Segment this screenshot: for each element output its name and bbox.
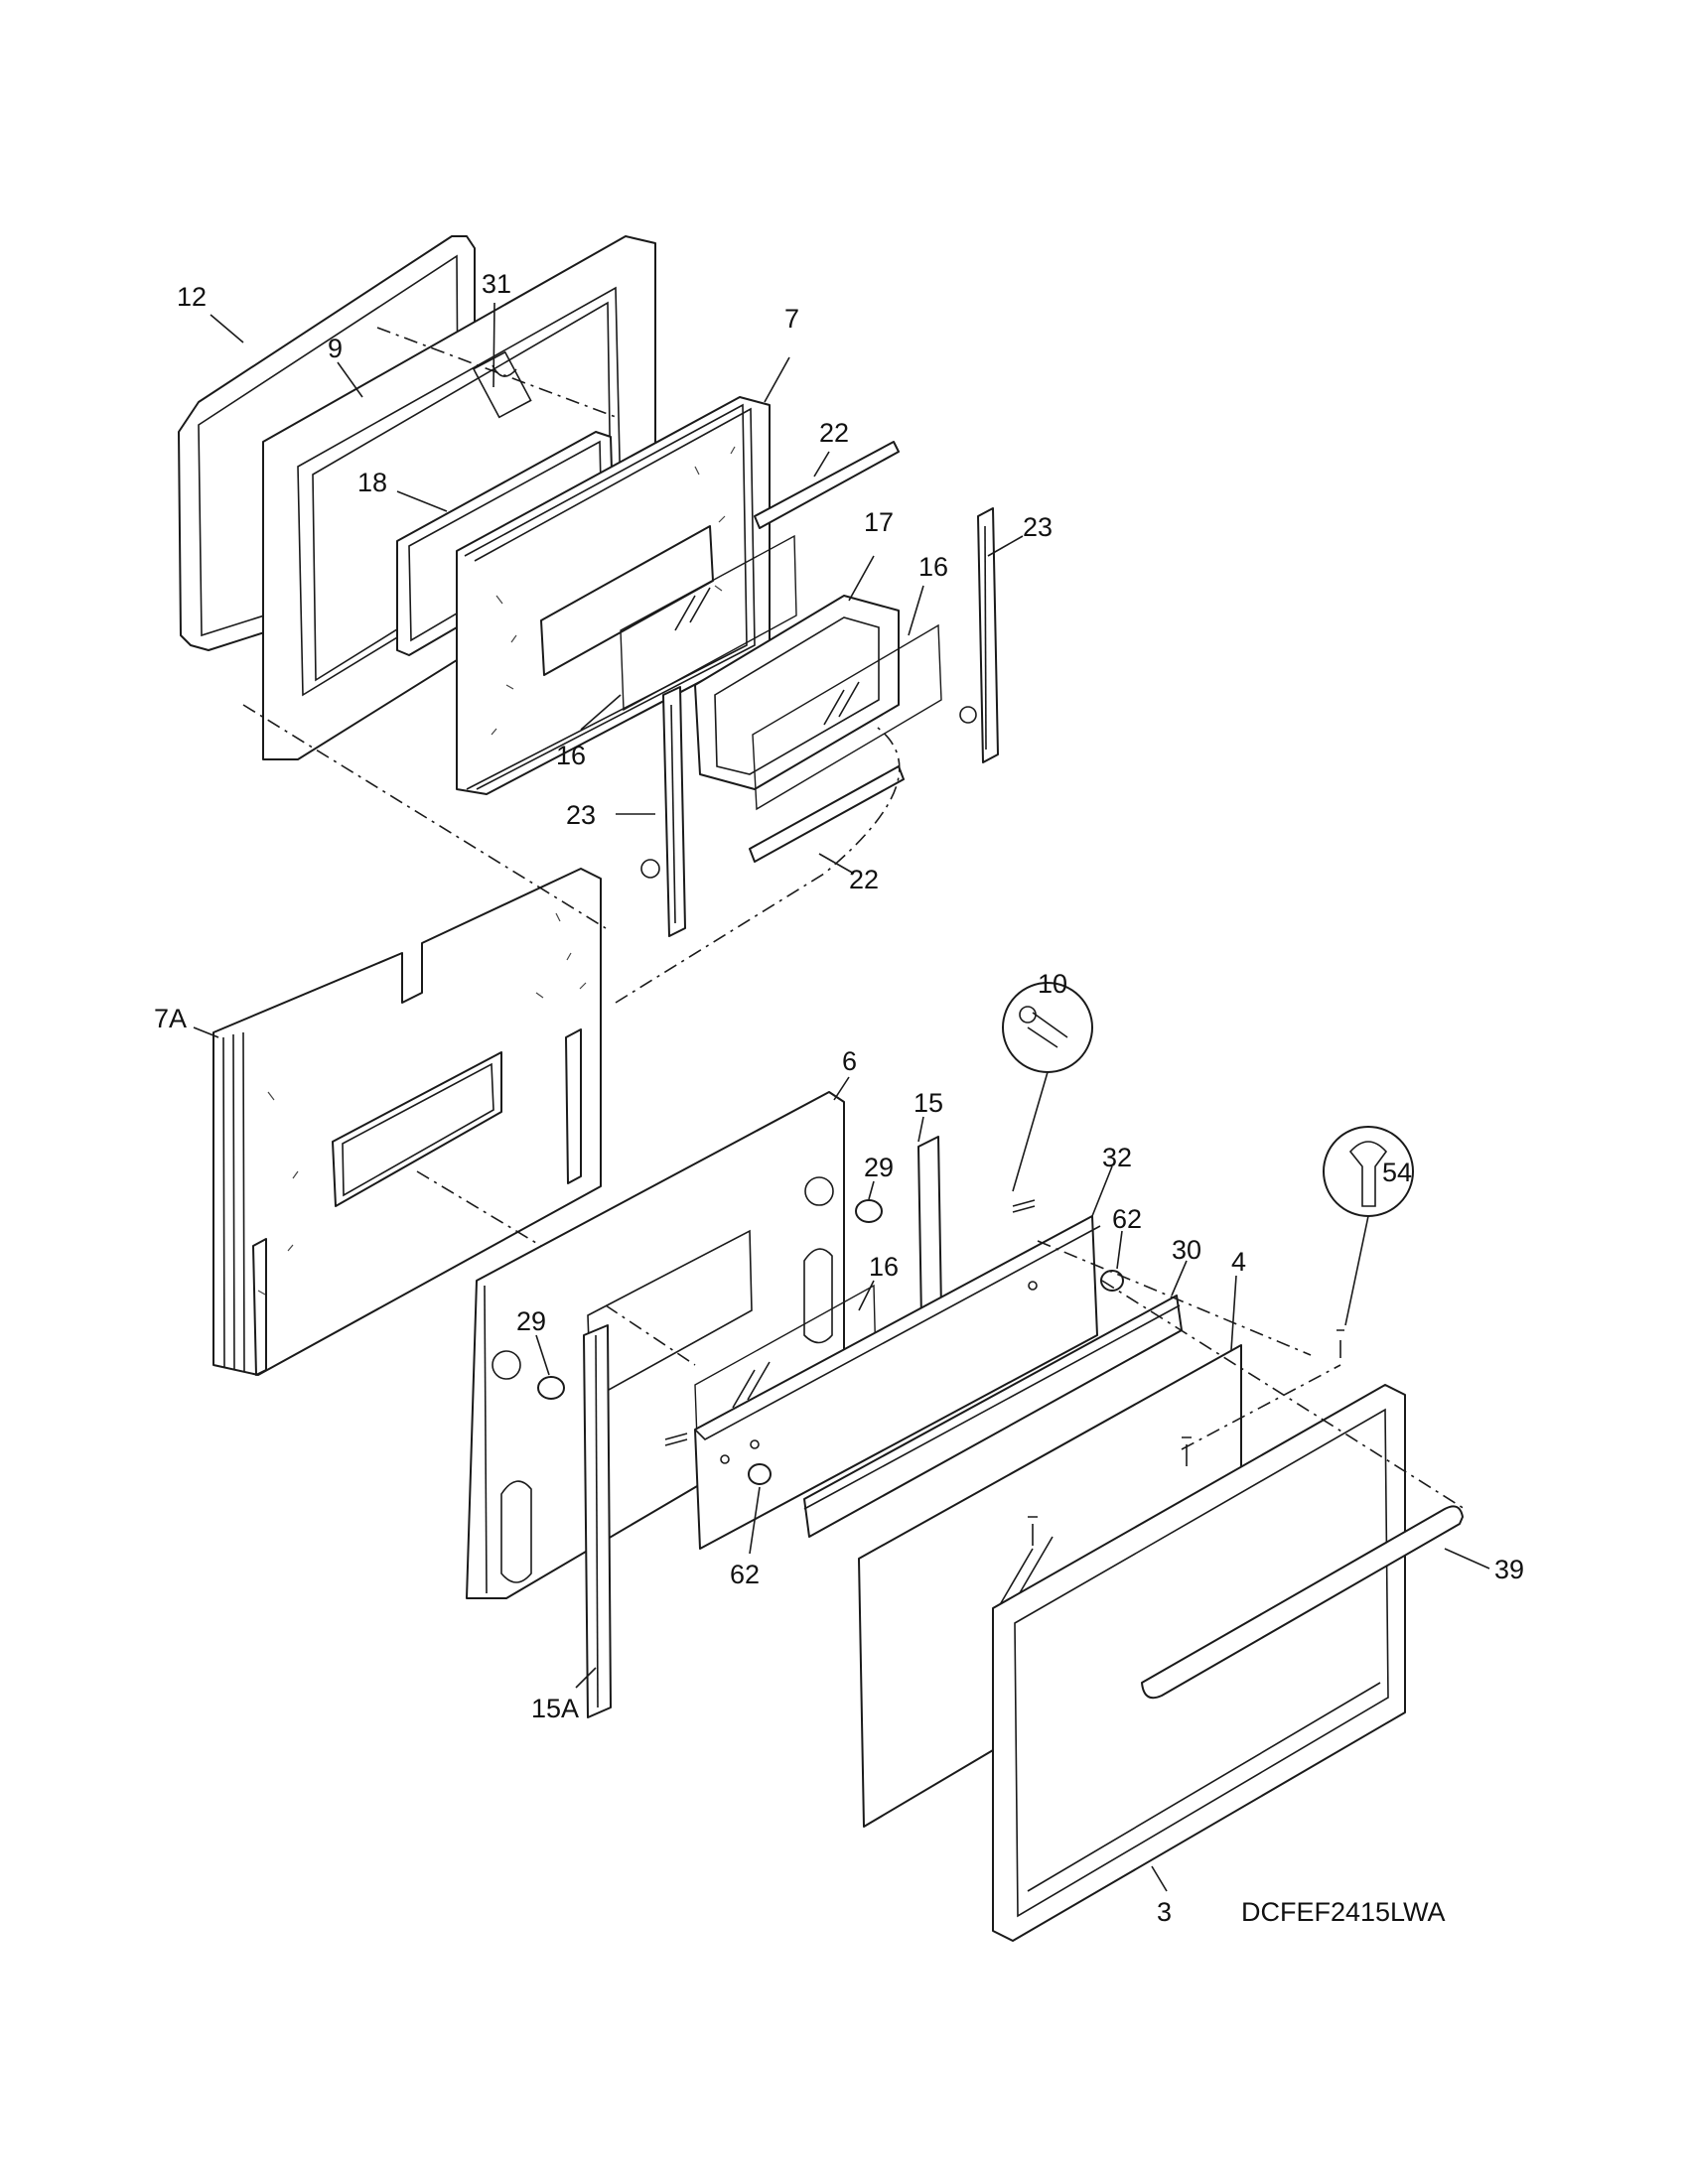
callout-23-right: 23 [1023,512,1053,542]
leader-lines [193,302,1490,1892]
callout-6: 6 [842,1046,857,1076]
callout-22-bottom: 22 [849,865,879,894]
callout-7a: 7A [154,1004,187,1033]
model-code: DCFEF2415LWA [1241,1897,1446,1927]
callout-4: 4 [1231,1247,1246,1277]
callout-30: 30 [1172,1235,1201,1265]
callout-10: 10 [1038,969,1067,999]
part-screws [664,1199,1344,1546]
callout-3: 3 [1157,1897,1172,1927]
callout-18: 18 [357,468,387,497]
callout-9: 9 [328,334,343,363]
callout-29-left: 29 [516,1306,546,1336]
callout-32: 32 [1102,1143,1132,1172]
part-hinges [640,507,999,937]
callout-16-left: 16 [556,741,586,770]
callout-29-right: 29 [864,1153,894,1182]
callout-23-left: 23 [566,800,596,830]
part-spacers [748,1270,1124,1485]
alignment-lines [242,327,1466,1510]
part-side-channels [583,1136,942,1718]
callout-54: 54 [1382,1158,1412,1187]
callout-16-middle: 16 [869,1252,899,1282]
part-rails [749,441,905,863]
part-bumpers [537,1199,883,1400]
callout-62-left: 62 [730,1560,760,1589]
callout-15: 15 [914,1088,943,1118]
callout-22-top: 22 [819,418,849,448]
callout-62-right: 62 [1112,1204,1142,1234]
callout-15a: 15A [531,1694,579,1723]
part-inner-door [466,1091,845,1599]
callout-12: 12 [177,282,207,312]
callout-17: 17 [864,507,894,537]
callout-7: 7 [784,304,799,334]
callout-31: 31 [482,269,511,299]
part-window-box [694,595,900,790]
part-inner-glass [620,534,942,811]
part-insulation-7a [212,868,602,1376]
callout-39: 39 [1494,1555,1524,1584]
callout-16-right: 16 [918,552,948,582]
part-channel-bracket [694,1215,1101,1550]
part-handle [1141,1505,1464,1700]
